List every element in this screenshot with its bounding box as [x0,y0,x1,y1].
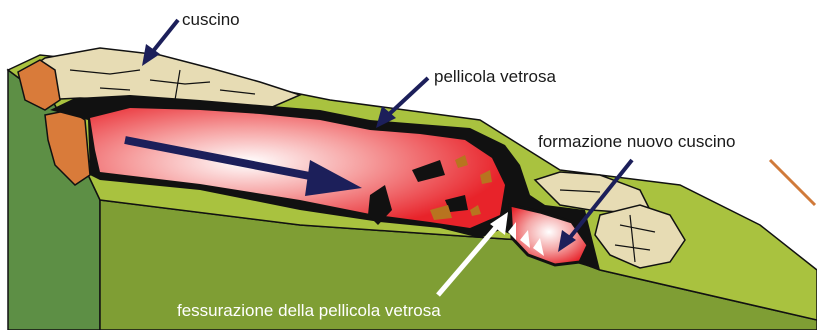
label-cushion: cuscino [182,10,240,29]
label-new-cushion: formazione nuovo cuscino [538,132,736,151]
stray-orange-line [770,160,815,205]
label-glassy-film: pellicola vetrosa [434,67,556,86]
label-film-cracking: fessurazione della pellicola vetrosa [177,301,441,320]
